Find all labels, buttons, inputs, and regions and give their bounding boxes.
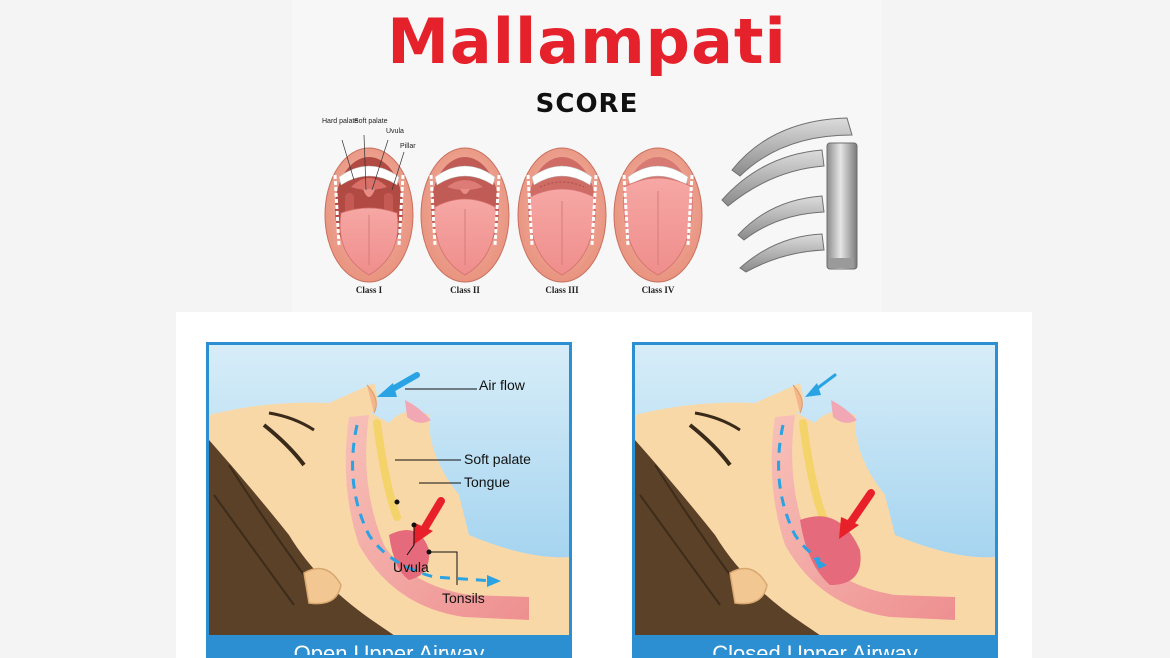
mouth-class-1 bbox=[324, 147, 414, 283]
closed-airway-illustration bbox=[635, 345, 995, 655]
callout-tongue: Tongue bbox=[464, 474, 510, 490]
label-hard-palate: Hard palate bbox=[322, 118, 359, 125]
closed-airway-scene: Closed Upper Airway bbox=[632, 342, 998, 658]
label-pillar: Pillar bbox=[400, 143, 416, 150]
open-airway-caption: Open Upper Airway bbox=[209, 635, 569, 655]
mallampati-mouth-illustrations bbox=[324, 117, 858, 283]
mouth-class-2 bbox=[420, 147, 510, 283]
airway-comparison-panel: Air flow Soft palate Tongue Uvula Tonsil… bbox=[176, 312, 1032, 658]
class-label-1: Class I bbox=[355, 285, 383, 295]
open-airway-illustration bbox=[209, 345, 569, 655]
open-airway-scene: Air flow Soft palate Tongue Uvula Tonsil… bbox=[206, 342, 572, 658]
class-label-2: Class II bbox=[450, 285, 480, 295]
closed-airway-caption: Closed Upper Airway bbox=[635, 635, 995, 655]
mouth-class-4 bbox=[613, 147, 703, 283]
class-label-4: Class IV bbox=[641, 285, 675, 295]
laryngoscope-illustration bbox=[721, 117, 858, 273]
callout-air-flow: Air flow bbox=[479, 377, 525, 393]
callout-tonsils: Tonsils bbox=[442, 590, 485, 606]
page-subtitle: SCORE bbox=[535, 89, 639, 119]
label-soft-palate: Soft palate bbox=[354, 118, 388, 125]
class-label-3: Class III bbox=[545, 285, 579, 295]
page-title: Mallampati bbox=[387, 5, 787, 78]
mallampati-panel: Mallampati SCORE bbox=[292, 0, 882, 312]
callout-uvula: Uvula bbox=[393, 559, 429, 575]
laryngoscope-handle bbox=[826, 142, 858, 270]
mouth-class-3 bbox=[517, 147, 607, 283]
label-uvula: Uvula bbox=[386, 128, 404, 135]
callout-soft-palate: Soft palate bbox=[464, 451, 531, 467]
anatomy-leader-lines bbox=[341, 134, 405, 191]
